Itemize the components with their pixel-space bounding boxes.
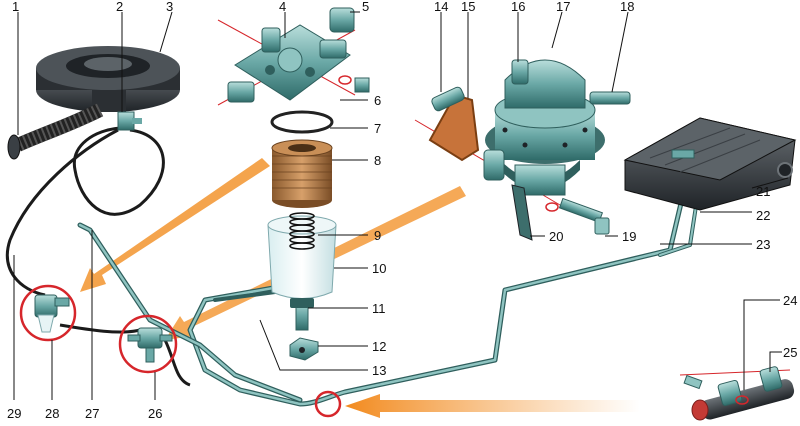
valve-28 <box>34 294 70 333</box>
bowl-bolt <box>290 298 314 331</box>
filter-housing <box>217 7 370 106</box>
callout-29: 29 <box>7 406 21 421</box>
leader-lines <box>13 11 789 400</box>
callout-16: 16 <box>511 0 525 14</box>
callout-4: 4 <box>279 0 286 14</box>
filter-element <box>271 139 333 208</box>
valve-26 <box>127 327 173 363</box>
callout-19: 19 <box>622 229 636 244</box>
callout-24: 24 <box>783 293 797 308</box>
black-hoses <box>5 126 191 387</box>
seal-ring <box>270 110 334 134</box>
callout-9: 9 <box>374 228 381 243</box>
inline-connector <box>679 366 795 421</box>
flow-arrow-filter-to-carb <box>80 158 270 292</box>
hose-valve-out <box>163 339 191 387</box>
callout-27: 27 <box>85 406 99 421</box>
callout-15: 15 <box>461 0 475 14</box>
filter-bowl <box>267 212 337 299</box>
callout-23: 23 <box>756 237 770 252</box>
callout-17: 17 <box>556 0 570 14</box>
callout-7: 7 <box>374 121 381 136</box>
highlight-circle-26 <box>118 314 178 374</box>
callout-14: 14 <box>434 0 448 14</box>
highlight-circles <box>19 284 342 418</box>
callout-11: 11 <box>372 301 386 316</box>
callout-25: 25 <box>783 345 797 360</box>
callout-26: 26 <box>148 406 162 421</box>
hose-left-long <box>5 128 119 297</box>
callout-20: 20 <box>549 229 563 244</box>
carb-fitting <box>117 111 142 131</box>
callout-18: 18 <box>620 0 634 14</box>
callout-12: 12 <box>372 339 386 354</box>
fuel-line-left <box>77 222 303 403</box>
highlight-circle-28 <box>19 284 77 342</box>
pump-lever <box>511 184 533 241</box>
callout-6: 6 <box>374 93 381 108</box>
pump-bolt <box>558 197 610 235</box>
air-filter <box>36 46 180 112</box>
callout-3: 3 <box>166 0 173 14</box>
callout-8: 8 <box>374 153 381 168</box>
fuel-lines <box>77 162 702 407</box>
hose-valve-loop <box>59 323 141 334</box>
fuel-tank <box>623 117 797 211</box>
callout-21: 21 <box>756 184 770 199</box>
callout-13: 13 <box>372 363 386 378</box>
fuel-line-left-hl <box>78 223 302 402</box>
spring <box>289 212 315 250</box>
fuel-pump <box>414 59 631 241</box>
callout-5: 5 <box>362 0 369 14</box>
hose-carb-return <box>72 126 165 216</box>
bowl-clamp <box>289 337 319 361</box>
flow-arrows <box>80 158 640 418</box>
callout-labels: 1 2 3 4 5 6 7 8 9 10 11 12 13 14 15 16 1… <box>7 0 797 421</box>
callout-1: 1 <box>12 0 19 14</box>
flow-arrow-bottom <box>345 394 640 418</box>
callout-22: 22 <box>756 208 770 223</box>
callout-28: 28 <box>45 406 59 421</box>
highlight-circle-junction <box>314 390 342 418</box>
callout-10: 10 <box>372 261 386 276</box>
fuel-line-main-hl <box>188 163 692 406</box>
callout-2: 2 <box>116 0 123 14</box>
corrugated-hose <box>7 103 104 160</box>
